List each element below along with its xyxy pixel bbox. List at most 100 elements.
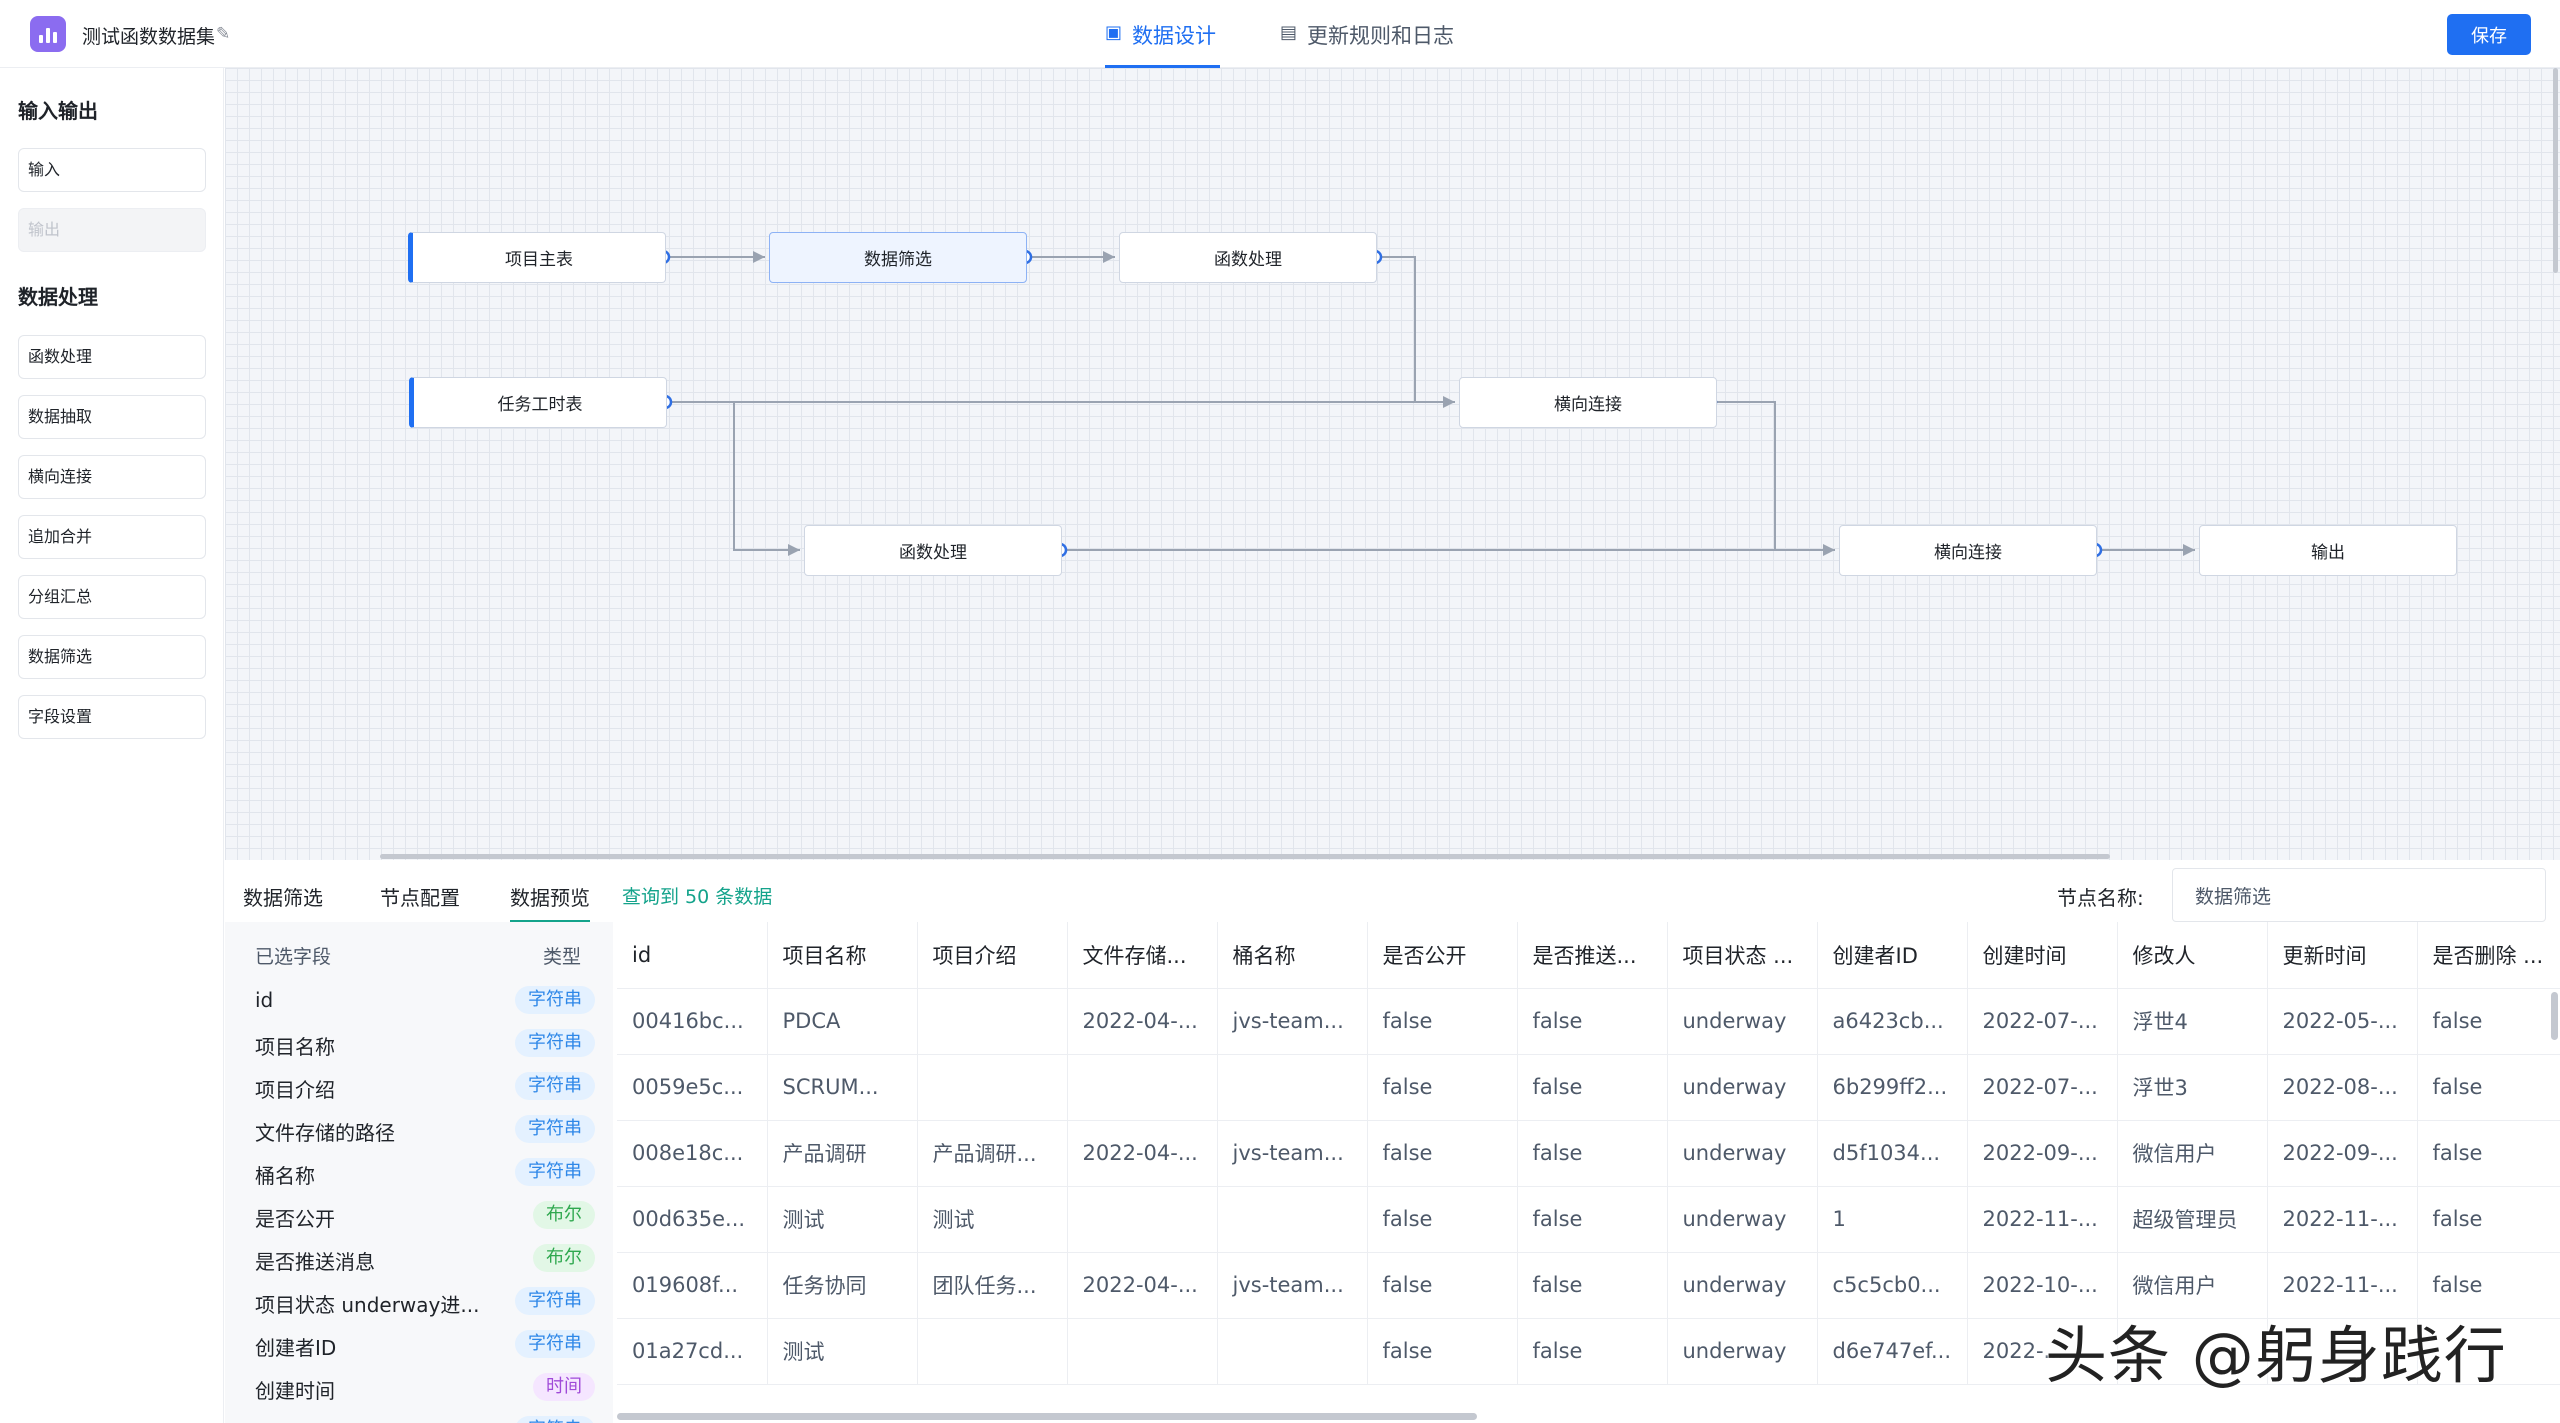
field-name: 是否推送消息 — [255, 1250, 375, 1274]
palette-item-filter[interactable]: 数据筛选 — [18, 635, 206, 679]
table-cell: false — [1367, 1186, 1518, 1253]
column-header[interactable]: 更新时间 — [2267, 922, 2418, 989]
field-name: 桶名称 — [255, 1164, 315, 1188]
tab-node-config[interactable]: 节点配置 — [380, 886, 460, 910]
field-row: 修改人字符串 — [255, 1416, 595, 1423]
palette-item-field-settings[interactable]: 字段设置 — [18, 695, 206, 739]
table-row[interactable]: 008e18c...产品调研产品调研...2022-04-...jvs-team… — [617, 1120, 2560, 1187]
table-cell: 00d635e... — [617, 1186, 768, 1253]
table-cell: jvs-team... — [1217, 988, 1368, 1055]
column-header[interactable]: 桶名称 — [1217, 922, 1368, 989]
palette-item-group[interactable]: 分组汇总 — [18, 575, 206, 619]
table-cell: false — [1517, 1252, 1668, 1319]
flow-node-join-2[interactable]: 横向连接 — [1839, 525, 2097, 576]
table-cell: 2022-07-... — [1967, 1054, 2118, 1121]
table-row[interactable]: 019608f...任务协同团队任务...2022-04-...jvs-team… — [617, 1252, 2560, 1319]
table-cell — [917, 1054, 1068, 1121]
table-cell: false — [1517, 1318, 1668, 1385]
column-header[interactable]: 文件存储... — [1067, 922, 1218, 989]
flow-node-function-1[interactable]: 函数处理 — [1119, 232, 1377, 283]
edge-arrow — [1103, 251, 1115, 263]
field-type-badge: 字符串 — [515, 1115, 595, 1143]
flow-node-join-1[interactable]: 横向连接 — [1459, 377, 1717, 428]
type-header: 类型 — [543, 946, 582, 968]
column-header[interactable]: 项目状态 ... — [1667, 922, 1818, 989]
column-header[interactable]: 是否推送... — [1517, 922, 1668, 989]
column-header[interactable]: id — [617, 922, 768, 989]
table-cell: a6423cb... — [1817, 988, 1968, 1055]
field-type-badge: 布尔 — [533, 1201, 595, 1229]
section-title-io: 输入输出 — [18, 99, 98, 123]
table-cell: 微信用户 — [2117, 1252, 2268, 1319]
field-row: 文件存储的路径字符串 — [255, 1115, 595, 1145]
table-cell: 产品调研 — [767, 1120, 918, 1187]
table-cell — [917, 1318, 1068, 1385]
palette-item-function[interactable]: 函数处理 — [18, 335, 206, 379]
column-header[interactable]: 项目名称 — [767, 922, 918, 989]
canvas-horizontal-scrollbar[interactable] — [380, 854, 2110, 859]
table-cell: 6b299ff2... — [1817, 1054, 1968, 1121]
tab-data-design[interactable]: ▣ 数据设计 — [1105, 20, 1220, 68]
flow-node-output[interactable]: 输出 — [2199, 525, 2457, 576]
edge-arrow — [1443, 396, 1455, 408]
watermark: 头条 @躬身践行 — [2045, 1319, 2507, 1392]
table-cell: 2022-09-... — [1967, 1120, 2118, 1187]
fields-header: 已选字段 — [255, 946, 332, 968]
field-row: 项目介绍字符串 — [255, 1072, 595, 1102]
table-vertical-scrollbar[interactable] — [2551, 992, 2558, 1040]
edit-icon[interactable]: ✎ — [216, 24, 231, 44]
table-cell: false — [1517, 1120, 1668, 1187]
canvas-vertical-scrollbar[interactable] — [2553, 68, 2558, 273]
node-name-input[interactable] — [2172, 868, 2546, 922]
tab-update-rules[interactable]: ▤ 更新规则和日志 — [1280, 20, 1460, 68]
column-header[interactable]: 创建时间 — [1967, 922, 2118, 989]
table-cell: false — [2417, 1252, 2560, 1319]
table-cell: 2022-09-... — [2267, 1120, 2418, 1187]
column-header[interactable]: 是否公开 — [1367, 922, 1518, 989]
design-icon: ▣ — [1105, 22, 1123, 43]
flow-canvas[interactable]: 项目主表 数据筛选 函数处理 任务工时表 横向连接 函数处理 横向连接 输出 — [225, 68, 2560, 860]
tab-data-preview[interactable]: 数据预览 — [510, 882, 590, 924]
edge — [733, 402, 800, 551]
table-cell — [1067, 1054, 1218, 1121]
table-cell: false — [2417, 1054, 2560, 1121]
flow-node-task-hours[interactable]: 任务工时表 — [409, 377, 667, 428]
field-name: 创建者ID — [255, 1336, 337, 1360]
flow-node-project-table[interactable]: 项目主表 — [408, 232, 666, 283]
field-type-badge: 时间 — [533, 1373, 595, 1401]
column-header[interactable]: 项目介绍 — [917, 922, 1068, 989]
field-type-badge: 字符串 — [515, 1287, 595, 1315]
palette-item-input[interactable]: 输入 — [18, 148, 206, 192]
flow-node-data-filter[interactable]: 数据筛选 — [769, 232, 1027, 283]
table-cell: 产品调研... — [917, 1120, 1068, 1187]
table-cell: 2022-04-... — [1067, 1120, 1218, 1187]
table-cell: false — [1517, 1186, 1668, 1253]
table-cell: underway — [1667, 1318, 1818, 1385]
top-bar: 测试函数数据集 ✎ ▣ 数据设计 ▤ 更新规则和日志 保存 — [0, 0, 2560, 68]
tab-filter[interactable]: 数据筛选 — [243, 886, 323, 910]
table-cell: 2022-08-... — [2267, 1054, 2418, 1121]
edge-arrow — [753, 251, 765, 263]
field-row: 项目状态 underway进...字符串 — [255, 1287, 595, 1317]
table-cell: PDCA — [767, 988, 918, 1055]
table-cell — [1217, 1186, 1368, 1253]
table-horizontal-scrollbar[interactable] — [617, 1413, 1477, 1420]
table-cell: 2022-11-... — [1967, 1186, 2118, 1253]
field-name: id — [255, 988, 274, 1012]
field-type-badge: 字符串 — [515, 1158, 595, 1186]
table-cell: 01a27cd... — [617, 1318, 768, 1385]
save-button[interactable]: 保存 — [2447, 14, 2531, 55]
palette-item-extract[interactable]: 数据抽取 — [18, 395, 206, 439]
table-cell: 测试 — [767, 1318, 918, 1385]
column-header[interactable]: 是否删除 ... — [2417, 922, 2560, 989]
palette-item-join[interactable]: 横向连接 — [18, 455, 206, 499]
column-header[interactable]: 创建者ID — [1817, 922, 1968, 989]
column-header[interactable]: 修改人 — [2117, 922, 2268, 989]
field-row: 是否推送消息布尔 — [255, 1244, 595, 1274]
flow-node-function-2[interactable]: 函数处理 — [804, 525, 1062, 576]
palette-item-append[interactable]: 追加合并 — [18, 515, 206, 559]
